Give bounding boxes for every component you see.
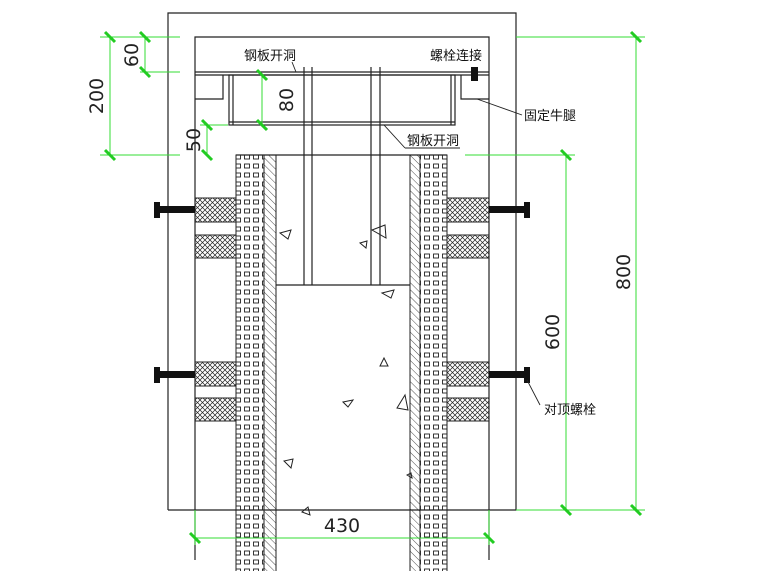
steel-beam bbox=[228, 74, 456, 126]
leader-lines bbox=[291, 61, 541, 406]
label-fixed-bracket: 固定牛腿 bbox=[524, 109, 576, 124]
wood-blocks bbox=[194, 197, 490, 422]
dim-600: 600 bbox=[542, 314, 564, 350]
label-bolt-connection: 螺栓连接 bbox=[430, 48, 482, 64]
label-plate-hole-top: 钢板开洞 bbox=[244, 49, 296, 64]
outer-frame bbox=[167, 12, 517, 560]
dim-800: 800 bbox=[613, 254, 635, 290]
concrete-aggregate bbox=[278, 224, 413, 516]
right-wall bbox=[409, 154, 448, 571]
dim-50: 50 bbox=[183, 128, 205, 152]
dimension-lines bbox=[100, 30, 645, 545]
bolt-connection-icon bbox=[471, 67, 478, 81]
dim-60: 60 bbox=[121, 43, 143, 67]
label-plate-hole-bottom: 钢板开洞 bbox=[407, 134, 459, 149]
opposing-bolt-icons bbox=[154, 202, 530, 383]
label-opposing-bolt: 对顶螺栓 bbox=[544, 403, 596, 418]
fixed-bracket bbox=[460, 75, 489, 100]
left-bracket bbox=[195, 75, 224, 100]
vertical-rods bbox=[303, 67, 381, 285]
dim-430: 430 bbox=[324, 515, 360, 537]
dim-80: 80 bbox=[276, 88, 298, 112]
left-wall bbox=[235, 154, 277, 571]
dim-200: 200 bbox=[86, 78, 108, 114]
